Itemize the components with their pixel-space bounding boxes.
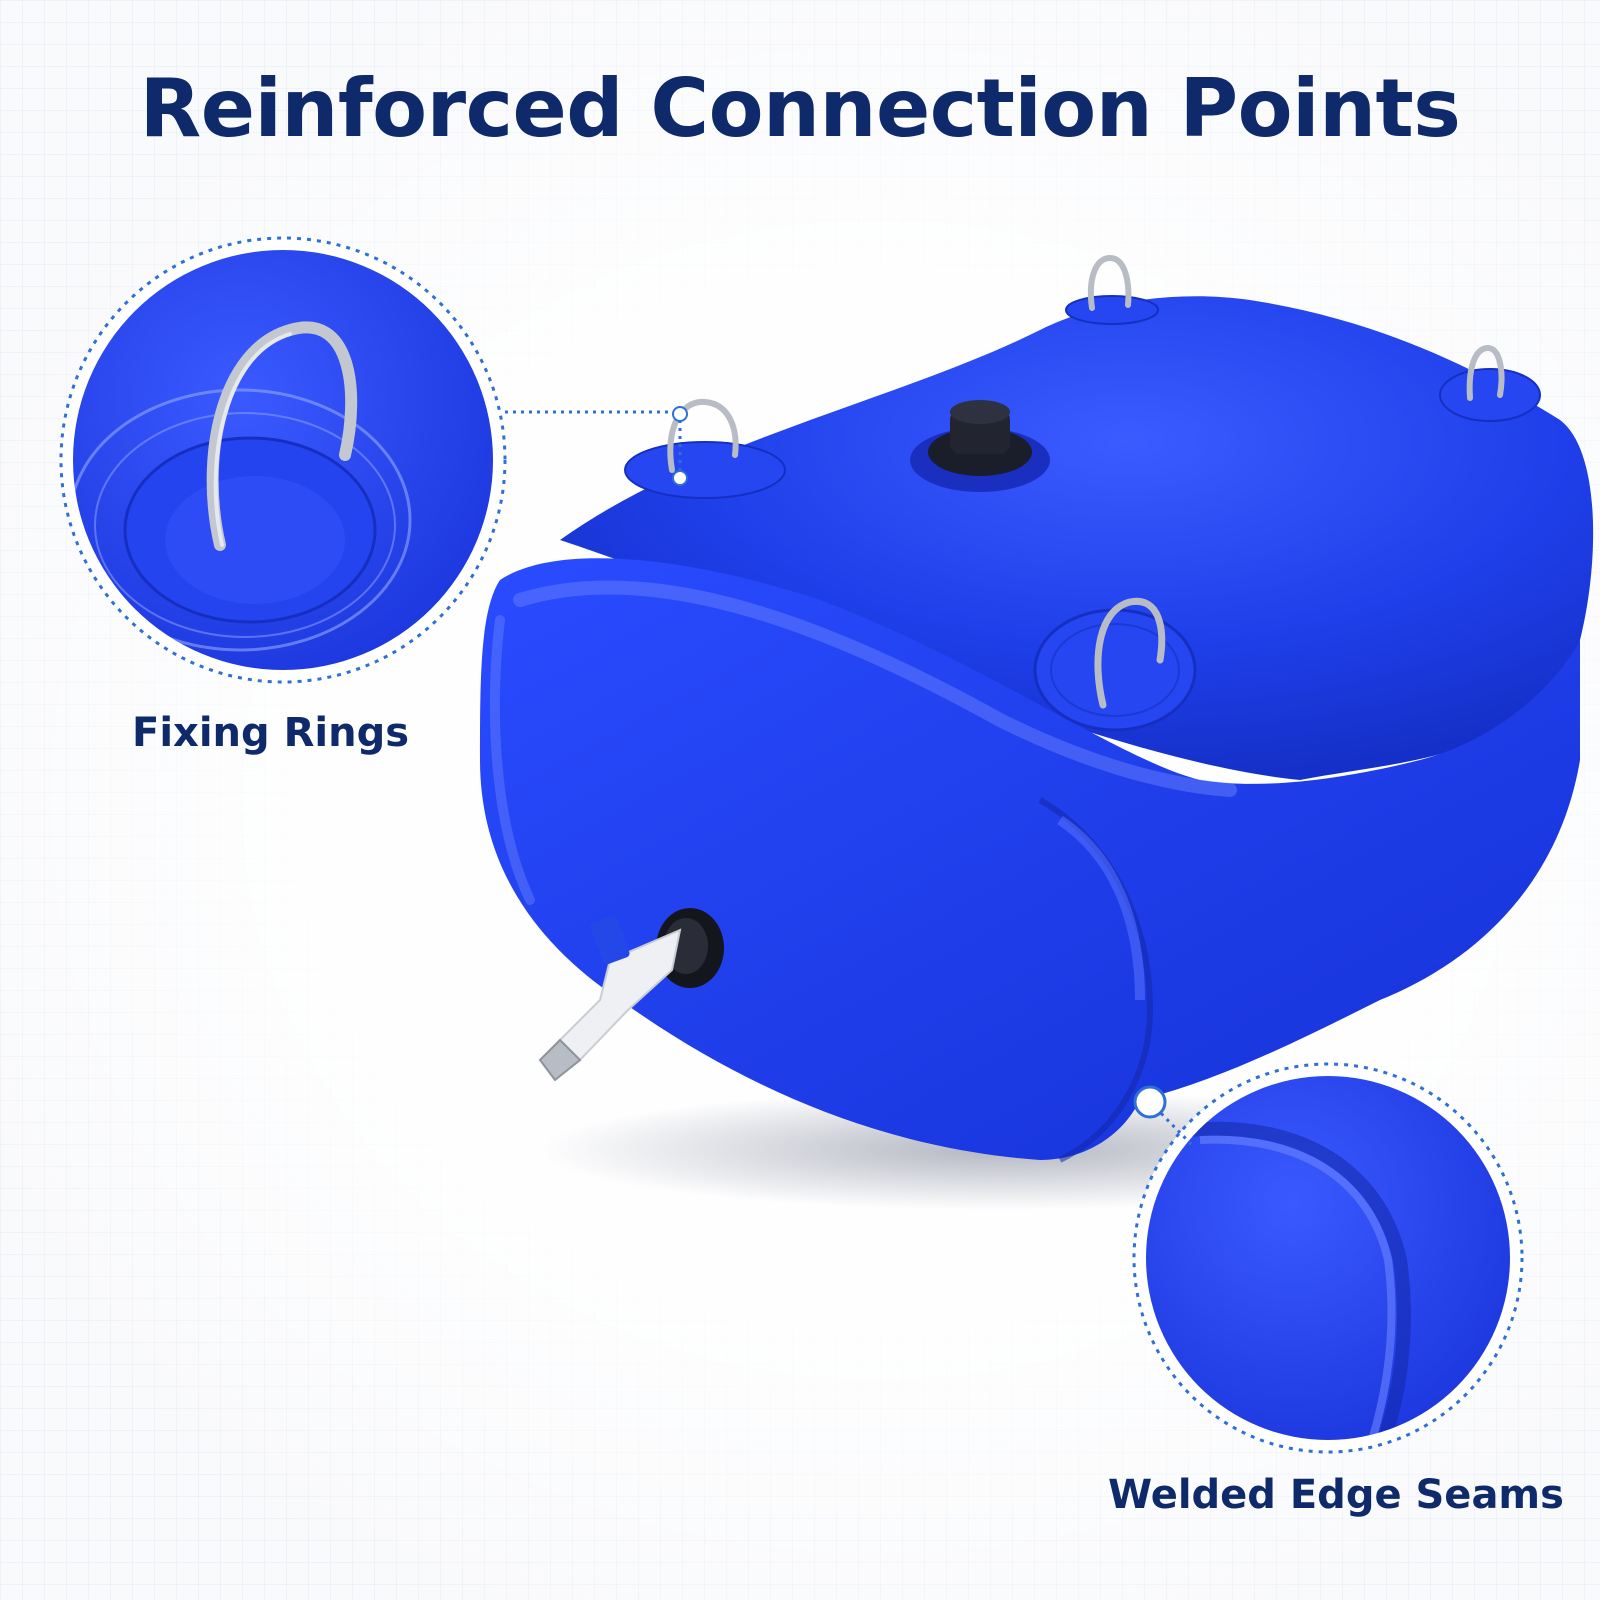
fixing-ring-zoom bbox=[59, 236, 507, 684]
drain-valve bbox=[538, 908, 724, 1082]
headline: Reinforced Connection Points bbox=[139, 62, 1461, 155]
ring-patch bbox=[1439, 344, 1541, 422]
fill-cap bbox=[910, 400, 1050, 492]
welded-edge-seams-label: Welded Edge Seams bbox=[1108, 1472, 1564, 1518]
welded-seam-zoom bbox=[1132, 1062, 1524, 1454]
callout-dot bbox=[672, 470, 688, 486]
callout-dot bbox=[672, 406, 688, 422]
water-bladder-tank bbox=[480, 296, 1594, 1163]
ring-patch bbox=[1033, 597, 1197, 732]
ring-patch bbox=[1065, 254, 1159, 325]
ring-patch bbox=[624, 398, 786, 499]
callout-dot bbox=[1133, 1085, 1167, 1119]
fixing-rings-label: Fixing Rings bbox=[132, 710, 410, 756]
